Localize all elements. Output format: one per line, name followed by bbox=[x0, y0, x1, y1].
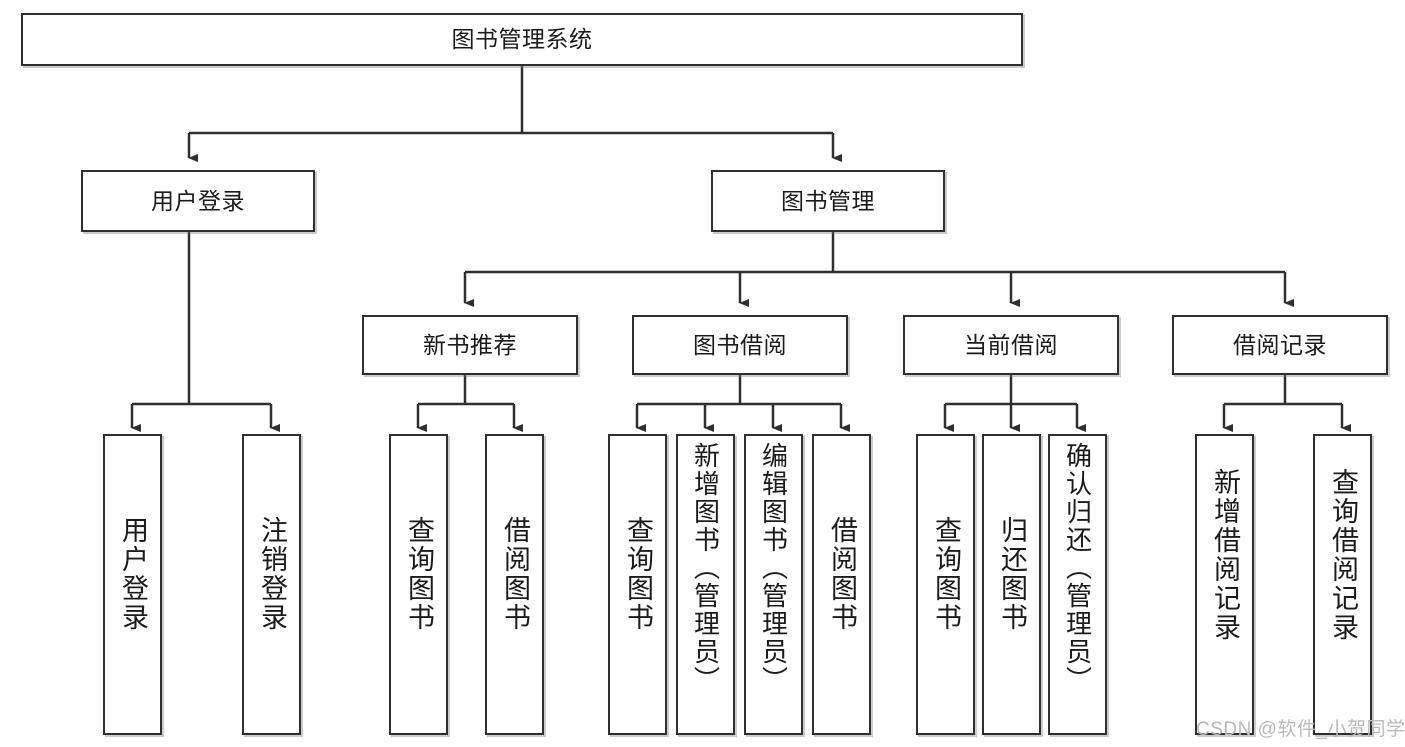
node-book-manage-label: 图书管理 bbox=[781, 187, 875, 214]
node-borrow-record-label: 借阅记录 bbox=[1233, 331, 1327, 358]
node-leaf-borrow-book-1[interactable]: 借阅图书 bbox=[485, 434, 544, 735]
node-leaf-add-book-label: 新增图书（管理员） bbox=[690, 442, 721, 694]
node-leaf-edit-book[interactable]: 编辑图书（管理员） bbox=[744, 434, 803, 735]
node-root-label: 图书管理系统 bbox=[451, 26, 593, 53]
node-leaf-edit-book-label: 编辑图书（管理员） bbox=[758, 442, 789, 694]
node-book-borrow-label: 图书借阅 bbox=[693, 331, 787, 358]
node-leaf-query-book-2-label: 查询图书 bbox=[623, 516, 653, 632]
node-leaf-add-record-label: 新增借阅记录 bbox=[1210, 468, 1240, 642]
node-leaf-confirm-return-label: 确认归还（管理员） bbox=[1062, 442, 1093, 694]
node-leaf-return-book-label: 归还图书 bbox=[997, 516, 1027, 632]
node-leaf-query-book-1-label: 查询图书 bbox=[404, 516, 434, 632]
node-user-login-label: 用户登录 bbox=[151, 187, 245, 214]
node-current-borrow[interactable]: 当前借阅 bbox=[903, 315, 1119, 375]
node-new-book-recommend-label: 新书推荐 bbox=[423, 331, 517, 358]
watermark: CSDN @软件_小贺同学 bbox=[1196, 719, 1405, 740]
node-leaf-return-book[interactable]: 归还图书 bbox=[982, 434, 1041, 735]
node-leaf-confirm-return[interactable]: 确认归还（管理员） bbox=[1048, 434, 1107, 735]
node-leaf-query-book-3[interactable]: 查询图书 bbox=[916, 434, 975, 735]
node-leaf-logout-login[interactable]: 注销登录 bbox=[242, 434, 301, 735]
node-book-borrow[interactable]: 图书借阅 bbox=[632, 315, 848, 375]
node-leaf-add-book[interactable]: 新增图书（管理员） bbox=[676, 434, 735, 735]
node-leaf-borrow-book-1-label: 借阅图书 bbox=[500, 516, 530, 632]
node-root[interactable]: 图书管理系统 bbox=[21, 13, 1023, 66]
node-leaf-user-login[interactable]: 用户登录 bbox=[103, 434, 162, 735]
node-leaf-logout-login-label: 注销登录 bbox=[257, 516, 287, 632]
node-leaf-user-login-label: 用户登录 bbox=[118, 516, 148, 632]
node-leaf-query-record[interactable]: 查询借阅记录 bbox=[1313, 434, 1372, 735]
node-user-login[interactable]: 用户登录 bbox=[81, 170, 315, 232]
node-leaf-borrow-book-2-label: 借阅图书 bbox=[827, 516, 857, 632]
node-leaf-query-book-3-label: 查询图书 bbox=[931, 516, 961, 632]
node-leaf-query-book-2[interactable]: 查询图书 bbox=[608, 434, 667, 735]
node-new-book-recommend[interactable]: 新书推荐 bbox=[362, 315, 578, 375]
node-book-manage[interactable]: 图书管理 bbox=[711, 170, 945, 232]
node-leaf-add-record[interactable]: 新增借阅记录 bbox=[1195, 434, 1254, 735]
node-borrow-record[interactable]: 借阅记录 bbox=[1172, 315, 1388, 375]
node-leaf-query-book-1[interactable]: 查询图书 bbox=[389, 434, 448, 735]
node-leaf-borrow-book-2[interactable]: 借阅图书 bbox=[812, 434, 871, 735]
node-current-borrow-label: 当前借阅 bbox=[964, 331, 1058, 358]
node-leaf-query-record-label: 查询借阅记录 bbox=[1328, 468, 1358, 642]
